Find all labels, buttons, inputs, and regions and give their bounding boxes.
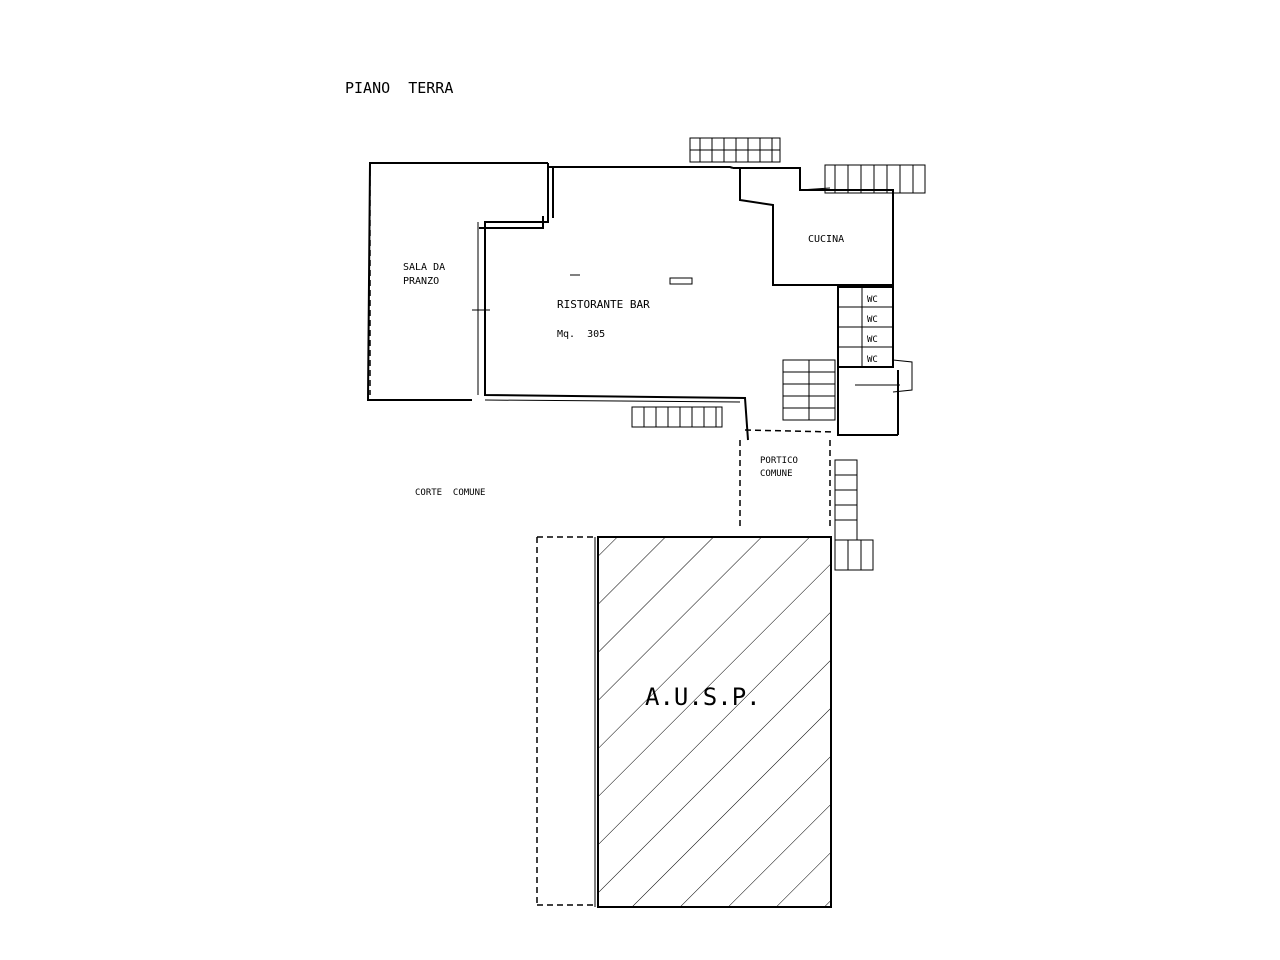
label-ausp: A.U.S.P.	[645, 683, 761, 711]
label-wc-4: WC	[867, 355, 878, 365]
restaurant-bar-walls	[479, 163, 749, 441]
corridor-walls	[744, 367, 900, 436]
label-sala-da-pranzo-2: PRANZO	[403, 276, 439, 287]
label-ristorante-bar: RISTORANTE BAR	[557, 298, 650, 311]
label-wc-1: WC	[867, 295, 878, 305]
label-ristorante-area: Mq. 305	[557, 329, 605, 340]
kitchen-walls	[733, 164, 926, 286]
label-wc-2: WC	[867, 315, 878, 325]
floor-title: PIANO TERRA	[345, 79, 453, 97]
label-portico: PORTICO	[760, 456, 798, 466]
wc-block	[837, 286, 913, 393]
dining-room-walls	[366, 162, 548, 401]
label-corte-comune: CORTE COMUNE	[415, 488, 485, 498]
stair-restaurant	[631, 406, 723, 428]
portico-outline	[739, 440, 831, 527]
label-portico-2: COMUNE	[760, 469, 793, 479]
stair-exterior	[834, 459, 874, 571]
ausp-area	[594, 536, 832, 908]
label-wc-3: WC	[867, 335, 878, 345]
stair-central	[782, 359, 836, 421]
label-cucina: CUCINA	[808, 234, 844, 245]
courtyard-boundary	[536, 536, 595, 906]
label-sala-da-pranzo: SALA DA	[403, 262, 445, 273]
stair-top	[689, 137, 781, 163]
